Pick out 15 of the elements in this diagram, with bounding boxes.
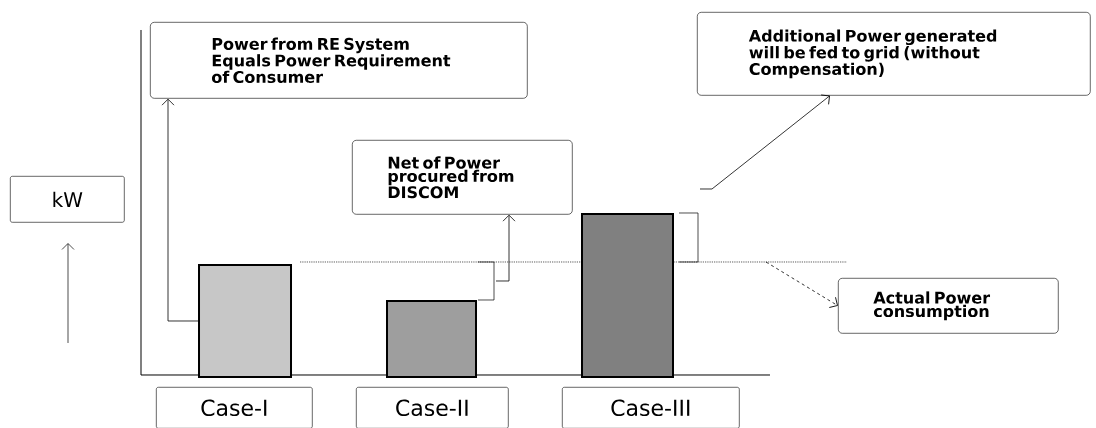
- unit-label-box: kW: [10, 176, 125, 223]
- bar: [386, 300, 477, 378]
- bar: [581, 213, 674, 378]
- case-label-box: Case-II: [356, 387, 509, 428]
- bar: [198, 264, 292, 378]
- callout-box: Power from RE System Equals Power Requirement of Consumer: [150, 22, 528, 99]
- arrow: [161, 98, 199, 322]
- callout-box: Actual Power consumption: [838, 278, 1059, 334]
- arrow: [495, 214, 516, 282]
- callout-box: Net of Power procured from DISCOM: [352, 140, 573, 215]
- case-label-box: Case-III: [562, 387, 740, 428]
- case-label-box: Case-I: [156, 387, 313, 428]
- callout-box: Additional Power generated will be fed to grid (without Compensation): [697, 12, 1091, 96]
- leader-line: [765, 261, 838, 308]
- arrow: [699, 94, 830, 190]
